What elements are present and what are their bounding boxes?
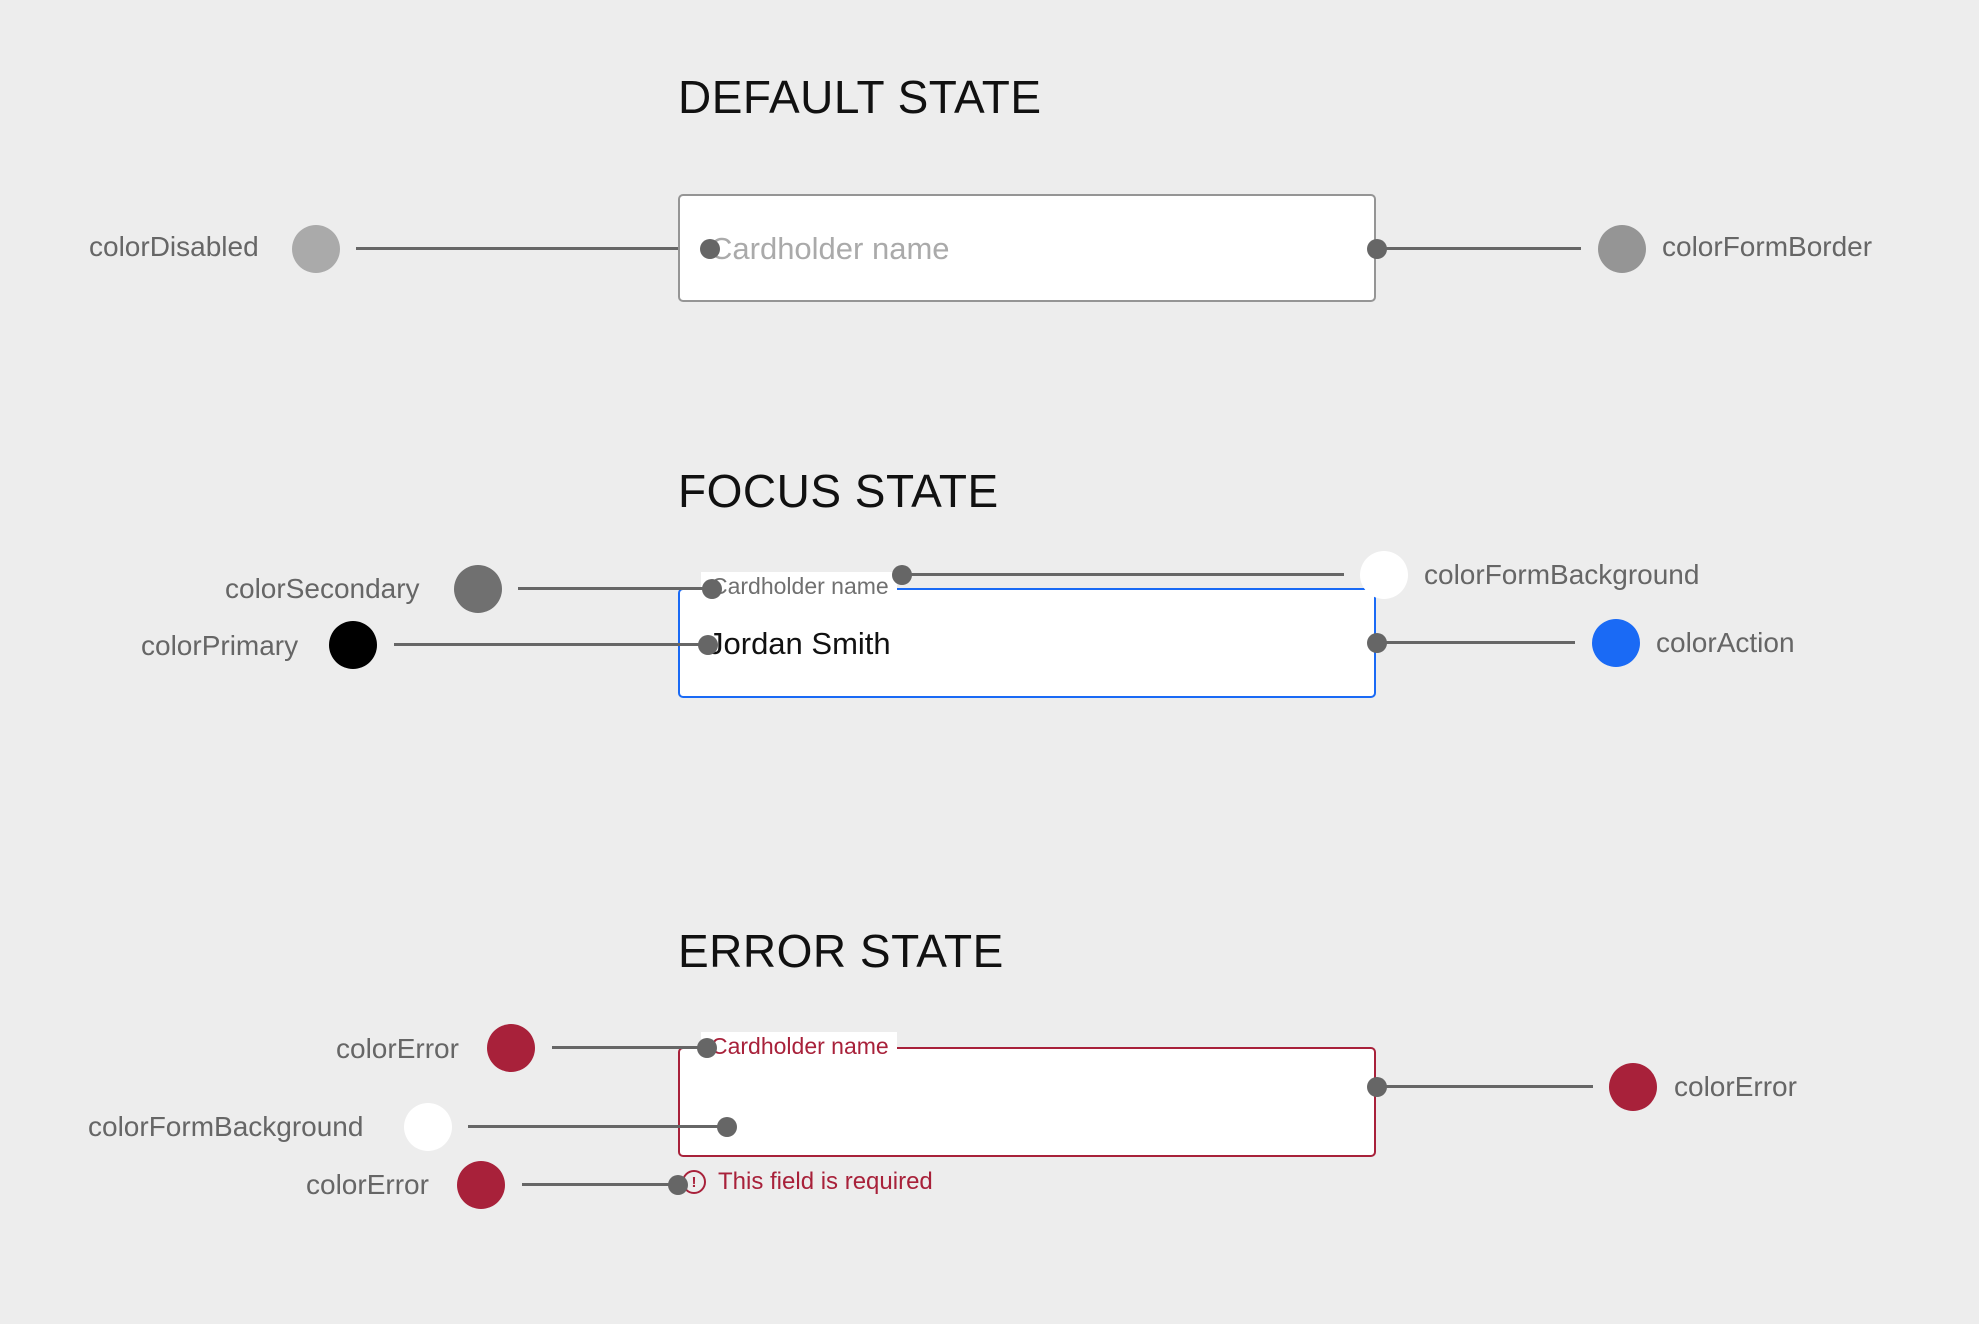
cardholder-name-floating-label: Cardholder name (701, 572, 897, 600)
color-action-swatch (1592, 619, 1640, 667)
token-label-color-error: colorError (306, 1169, 429, 1200)
error-state-title: ERROR STATE (678, 925, 1004, 977)
cardholder-name-field-default[interactable]: Cardholder name (678, 194, 1376, 302)
cardholder-name-placeholder: Cardholder name (710, 231, 950, 266)
color-error-swatch (457, 1161, 505, 1209)
color-form-background-swatch (1360, 551, 1408, 599)
connector-dot (702, 579, 722, 599)
connector-line (394, 643, 708, 646)
color-error-swatch (487, 1024, 535, 1072)
connector-line (552, 1046, 706, 1049)
token-label-color-secondary: colorSecondary (225, 573, 420, 604)
token-label-color-error: colorError (1674, 1071, 1797, 1102)
connector-dot (668, 1175, 688, 1195)
focus-state-title: FOCUS STATE (678, 465, 999, 517)
connector-line (1377, 1085, 1593, 1088)
connector-line (902, 573, 1344, 576)
connector-dot (700, 239, 720, 259)
token-label-color-disabled: colorDisabled (89, 231, 259, 262)
connector-line (356, 247, 710, 250)
connector-line (1377, 641, 1575, 644)
error-message: ! This field is required (682, 1168, 933, 1196)
connector-line (468, 1125, 726, 1128)
cardholder-name-field-focus[interactable]: Jordan Smith (678, 588, 1376, 698)
color-disabled-swatch (292, 225, 340, 273)
token-label-color-error: colorError (336, 1033, 459, 1064)
error-message-text: This field is required (718, 1168, 933, 1195)
cardholder-name-floating-label: Cardholder name (701, 1032, 897, 1060)
token-label-color-primary: colorPrimary (141, 630, 299, 661)
connector-line (1377, 247, 1581, 250)
token-label-color-action: colorAction (1656, 627, 1795, 658)
color-primary-swatch (329, 621, 377, 669)
connector-dot (717, 1117, 737, 1137)
color-form-background-swatch (404, 1103, 452, 1151)
connector-line (522, 1183, 678, 1186)
default-state-title: DEFAULT STATE (678, 71, 1042, 123)
color-secondary-swatch (454, 565, 502, 613)
color-form-border-swatch (1598, 225, 1646, 273)
connector-dot (698, 635, 718, 655)
cardholder-name-value: Jordan Smith (708, 626, 891, 661)
color-error-swatch (1609, 1063, 1657, 1111)
token-label-color-form-border: colorFormBorder (1662, 231, 1873, 262)
connector-line (518, 587, 712, 590)
token-label-color-form-background: colorFormBackground (88, 1111, 364, 1142)
connector-dot (697, 1038, 717, 1058)
cardholder-name-field-error[interactable] (678, 1047, 1376, 1157)
token-label-color-form-background: colorFormBackground (1424, 559, 1700, 590)
